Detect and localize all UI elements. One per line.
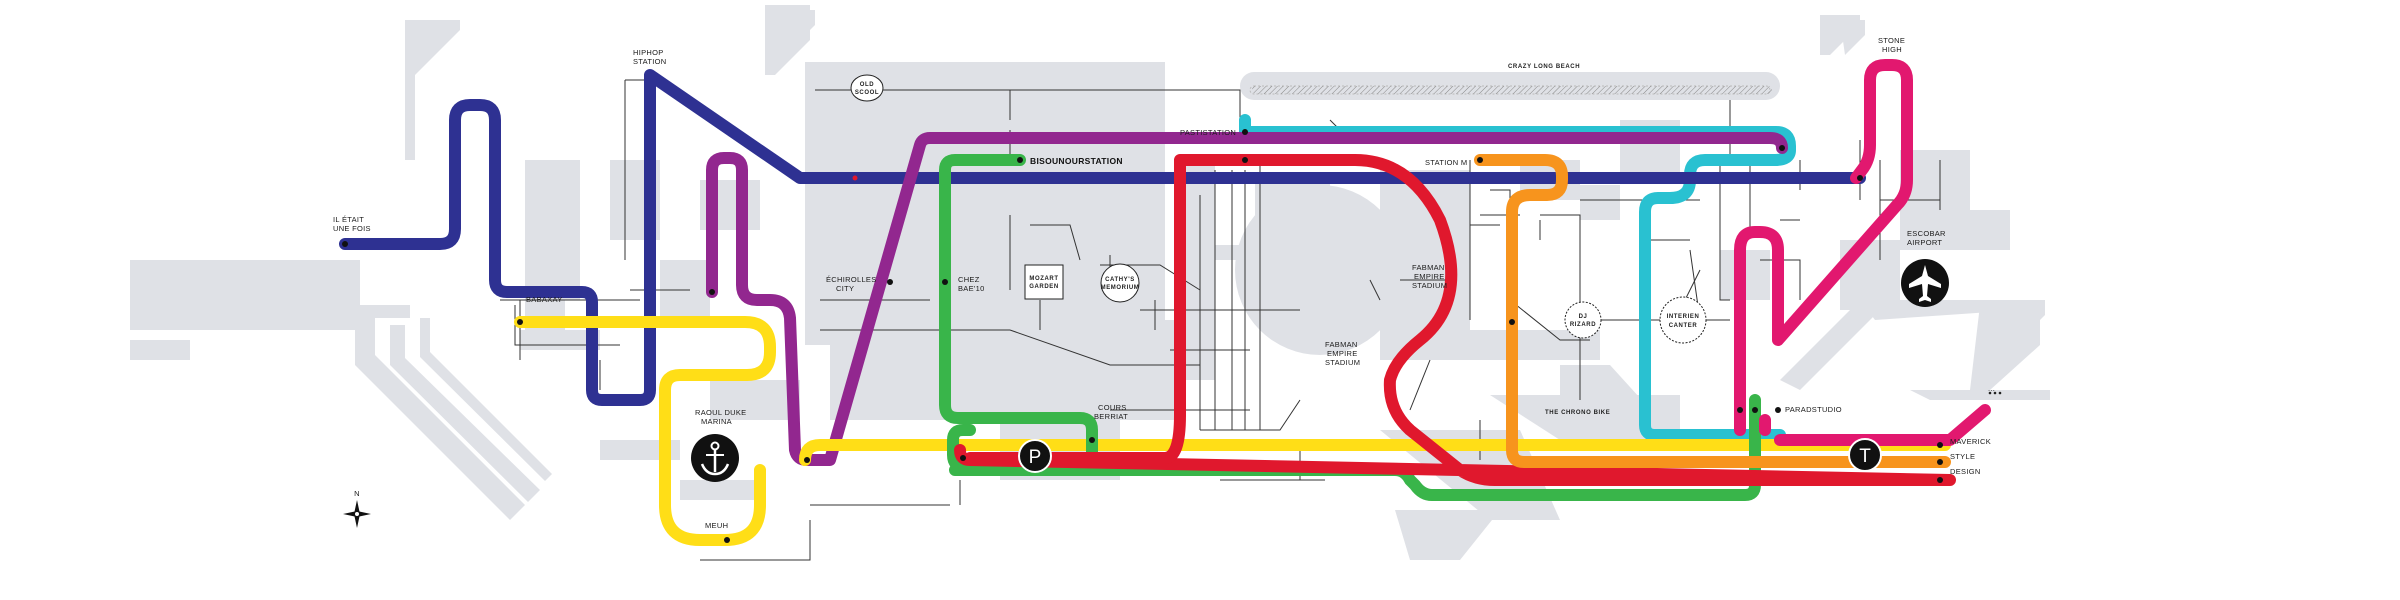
station-dot-echirolles <box>887 279 893 285</box>
station-dot-green-left <box>960 455 966 461</box>
svg-text:HIGH: HIGH <box>1882 45 1902 54</box>
station-dot-style <box>1937 459 1943 465</box>
station-dot-yellow-mid <box>804 457 810 463</box>
station-dot-il-etat <box>342 241 348 247</box>
svg-text:RIZARD: RIZARD <box>1570 322 1596 328</box>
station-dot-purple-top <box>709 289 715 295</box>
label-babaxay: BABAXAY <box>526 295 563 304</box>
svg-text:CANTER: CANTER <box>1669 323 1698 329</box>
label-cours: COURS <box>1098 403 1127 412</box>
mozart-garden-landmark: MOZART GARDEN <box>1024 264 1064 300</box>
station-dot-pink-top <box>1779 145 1785 151</box>
station-dot-navy-red <box>852 175 858 181</box>
label-il-etat: IL ÉTAIT <box>333 215 364 224</box>
label-echirolles: ÉCHIROLLES <box>826 275 877 284</box>
label-crazy-long-beach: CRAZY LONG BEACH <box>1508 64 1580 70</box>
dj-rizard-landmark: DJ RIZARD <box>1564 301 1602 339</box>
label-escobar: ESCOBAR <box>1907 229 1946 238</box>
svg-text:BAE'10: BAE'10 <box>958 284 985 293</box>
station-dot-maverick <box>1937 442 1943 448</box>
station-dot-parad-2 <box>1752 407 1758 413</box>
station-dot-pastistation <box>1242 129 1248 135</box>
label-chez-bae: CHEZ <box>958 275 980 284</box>
label-pastistation: PASTISTATION <box>1180 128 1236 137</box>
svg-text:BERRIAT: BERRIAT <box>1094 412 1128 421</box>
label-raoul: RAOUL DUKE <box>695 408 746 417</box>
intercanter-landmark: INTERIEN CANTER <box>1659 296 1707 344</box>
airplane-icon <box>1901 259 1949 307</box>
label-bisounours: BISOUNOURSTATION <box>1030 156 1123 166</box>
svg-text:STADIUM: STADIUM <box>1412 281 1447 290</box>
label-station-m: STATION M <box>1425 158 1467 167</box>
anchor-icon <box>691 434 739 482</box>
label-ellipsis: ... <box>1988 384 1995 393</box>
label-fabman-low: FABMAN <box>1325 340 1358 349</box>
station-dot-station-m <box>1477 157 1483 163</box>
svg-text:EMPIRE: EMPIRE <box>1414 272 1445 281</box>
station-dot-parad-3 <box>1775 407 1781 413</box>
label-style: STYLE <box>1950 452 1975 461</box>
svg-text:MARINA: MARINA <box>701 417 732 426</box>
label-maverick: MAVERICK <box>1950 437 1991 446</box>
cathy-landmark: CATHY'S MEMORIUM <box>1100 263 1140 303</box>
line-navy <box>339 69 1866 406</box>
svg-text:MEMORIUM: MEMORIUM <box>1101 285 1140 291</box>
line-red-bottom <box>964 409 1186 464</box>
station-dot-babaxay <box>517 319 523 325</box>
label-hiphop: HIPHOP <box>633 48 664 57</box>
svg-text:STADIUM: STADIUM <box>1325 358 1360 367</box>
line-orange <box>1474 154 1951 468</box>
tram-icon: T <box>1848 438 1882 472</box>
compass-icon: N <box>343 489 371 528</box>
label-meuh: MEUH <box>705 521 728 530</box>
svg-text:STATION: STATION <box>633 57 667 66</box>
line-purple <box>706 132 1788 466</box>
station-dot-design <box>1937 477 1943 483</box>
line-red <box>954 154 1956 486</box>
station-dot-station-m-red <box>1242 157 1248 163</box>
station-dot-cours-berriat <box>1089 437 1095 443</box>
svg-text:P: P <box>1029 447 1042 468</box>
svg-text:SCOOL: SCOOL <box>855 90 879 96</box>
station-dot-bisounours <box>1017 157 1023 163</box>
old-school-landmark: OLD SCOOL <box>850 74 884 102</box>
label-design: DESIGN <box>1950 467 1981 476</box>
svg-text:UNE FOIS: UNE FOIS <box>333 224 371 233</box>
parking-icon: P <box>1018 439 1052 473</box>
svg-text:T: T <box>1859 446 1871 467</box>
station-dot-navy-end <box>1857 175 1863 181</box>
svg-text:AIRPORT: AIRPORT <box>1907 238 1942 247</box>
svg-text:N: N <box>354 489 360 498</box>
metro-lines <box>339 59 1991 546</box>
svg-text:MOZART: MOZART <box>1029 276 1058 282</box>
svg-text:EMPIRE: EMPIRE <box>1327 349 1358 358</box>
station-dot-chez-bae <box>942 279 948 285</box>
label-paradstudio: PARADSTUDIO <box>1785 405 1842 414</box>
svg-text:INTERIEN: INTERIEN <box>1667 314 1700 320</box>
station-dots <box>342 129 1943 543</box>
line-continuation-dots <box>1988 391 2002 395</box>
line-pink <box>1734 59 1991 446</box>
label-stone-high: STONE <box>1878 36 1905 45</box>
label-fabman-top: FABMAN <box>1412 263 1445 272</box>
label-chrono-bike: THE CHRONO BIKE <box>1545 410 1610 416</box>
svg-text:OLD: OLD <box>860 82 875 88</box>
line-yellow <box>514 316 1951 546</box>
station-dot-parad-1 <box>1737 407 1743 413</box>
station-labels: IL ÉTAIT UNE FOIS HIPHOP STATION BABAXAY… <box>333 36 1995 530</box>
station-dot-meuh <box>724 537 730 543</box>
svg-text:GARDEN: GARDEN <box>1029 284 1059 290</box>
station-dot-fabman <box>1509 319 1515 325</box>
svg-text:CATHY'S: CATHY'S <box>1105 277 1135 283</box>
svg-text:DJ: DJ <box>1579 314 1588 320</box>
svg-text:CITY: CITY <box>836 284 854 293</box>
